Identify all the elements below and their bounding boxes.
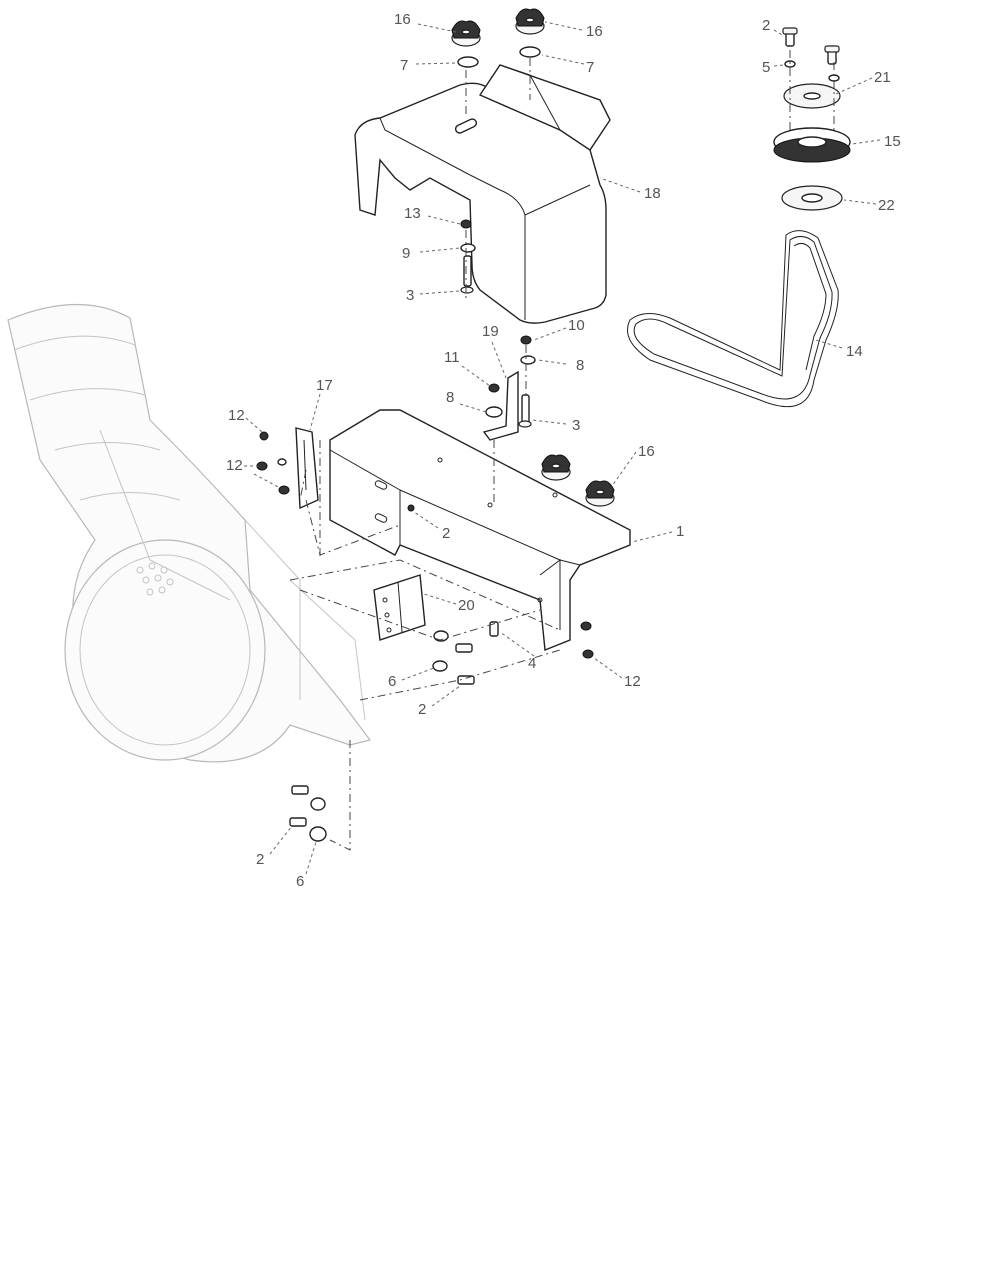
assembly-lines (289, 50, 835, 851)
knob-lower-left (541, 454, 571, 481)
callout-16-c: 16 (638, 443, 655, 460)
callout-14: 14 (846, 343, 863, 360)
callout-15: 15 (884, 133, 901, 150)
washer-right (519, 46, 541, 58)
blower-housing-ghost (7, 303, 372, 763)
callout-12-b: 12 (226, 457, 243, 474)
knob-top-right (515, 8, 545, 35)
callout-7-a: 7 (400, 57, 408, 74)
callout-16-a: 16 (394, 11, 411, 28)
callout-6-b: 6 (296, 873, 304, 890)
callout-11: 11 (444, 349, 460, 366)
callout-2-mid: 2 (442, 525, 450, 542)
callout-20: 20 (458, 597, 475, 614)
callout-22: 22 (878, 197, 895, 214)
callout-17: 17 (316, 377, 333, 394)
knob-top-left (451, 20, 481, 47)
callout-21: 21 (874, 69, 891, 86)
callout-labels: 16 16 7 7 2 5 21 15 18 22 13 9 3 14 19 1… (226, 11, 901, 890)
callout-9: 9 (402, 245, 410, 262)
plate-20 (373, 574, 426, 641)
callout-16-b: 16 (586, 23, 603, 40)
callout-2-top: 2 (762, 17, 770, 34)
callout-1: 1 (676, 523, 684, 540)
callout-13: 13 (404, 205, 421, 222)
main-housing-1 (329, 409, 631, 651)
callout-18: 18 (644, 185, 661, 202)
callout-7-b: 7 (586, 59, 594, 76)
callout-19: 19 (482, 323, 499, 340)
callout-3-b: 3 (572, 417, 580, 434)
fasteners-lower (289, 621, 594, 842)
callout-10: 10 (568, 317, 585, 334)
leader-lines (244, 21, 881, 875)
callout-2-lower: 2 (418, 701, 426, 718)
callout-12-c: 12 (624, 673, 641, 690)
callout-5: 5 (762, 59, 770, 76)
callout-6-a: 6 (388, 673, 396, 690)
pulley-assembly (773, 27, 851, 211)
knob-lower-right (585, 480, 615, 507)
callout-8-b: 8 (446, 389, 454, 406)
drive-belt (627, 230, 839, 408)
washer-left (457, 56, 479, 68)
callout-12-a: 12 (228, 407, 245, 424)
callout-2-bottom: 2 (256, 851, 264, 868)
callout-4: 4 (528, 655, 536, 672)
callout-8-a: 8 (576, 357, 584, 374)
belt-guard (354, 64, 611, 324)
bracket-19 (482, 370, 519, 441)
callout-3-a: 3 (406, 287, 414, 304)
plate-17 (256, 427, 319, 510)
vent-holes (136, 562, 174, 596)
